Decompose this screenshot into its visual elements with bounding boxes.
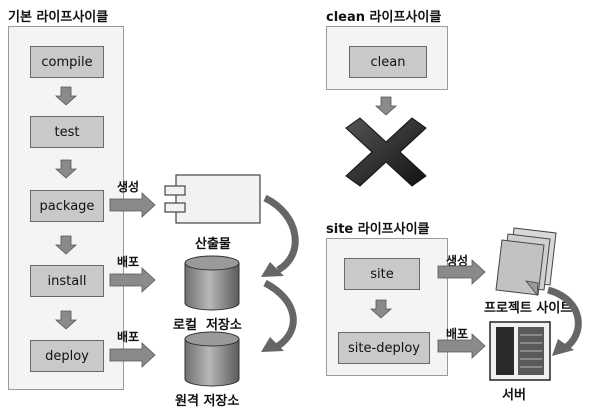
down-arrow-icon <box>369 299 393 319</box>
local-repository-icon <box>184 255 240 311</box>
phase-install: install <box>30 265 104 297</box>
deploy-label-remote: 배포 <box>117 330 140 344</box>
phase-label: install <box>47 273 87 289</box>
down-arrow-icon <box>54 235 78 255</box>
server-icon <box>489 321 551 381</box>
phase-label: compile <box>41 54 93 70</box>
server-label: 서버 <box>502 388 526 403</box>
phase-site: site <box>344 258 420 290</box>
x-mark-icon <box>345 117 427 187</box>
right-arrow-icon <box>437 259 486 285</box>
phase-label: package <box>39 198 95 214</box>
phase-package: package <box>30 190 104 222</box>
phase-compile: compile <box>30 46 104 78</box>
clean-lifecycle-title: clean 라이프사이클 <box>326 10 442 25</box>
phase-deploy: deploy <box>30 340 104 372</box>
curved-arrow-icon <box>261 279 297 352</box>
local-repo-label: 로컬 저장소 <box>173 318 242 333</box>
right-arrow-icon <box>109 267 156 293</box>
phase-label: site-deploy <box>348 340 420 356</box>
phase-label: test <box>54 124 80 140</box>
right-arrow-icon <box>437 333 486 359</box>
remote-repo-label: 원격 저장소 <box>175 394 240 409</box>
phase-label: site <box>370 266 394 282</box>
site-generate-label: 생성 <box>446 254 469 268</box>
curved-arrow-icon <box>261 194 299 277</box>
down-arrow-icon <box>54 159 78 179</box>
artifact-icon <box>164 174 261 224</box>
phase-label: clean <box>370 54 406 70</box>
phase-label: deploy <box>45 348 89 364</box>
down-arrow-icon <box>54 310 78 330</box>
project-site-icon <box>495 227 557 297</box>
default-lifecycle-title: 기본 라이프사이클 <box>8 10 109 25</box>
curved-arrow-icon <box>546 286 582 356</box>
deploy-label-local: 배포 <box>117 255 140 269</box>
remote-repository-icon <box>184 331 240 387</box>
site-lifecycle-title: site 라이프사이클 <box>326 222 430 237</box>
project-site-label: 프로젝트 사이트 <box>484 301 573 316</box>
right-arrow-icon <box>109 342 156 368</box>
generate-label: 생성 <box>117 180 140 194</box>
right-arrow-icon <box>109 192 156 218</box>
phase-site-deploy: site-deploy <box>338 332 430 364</box>
phase-test: test <box>30 116 104 148</box>
down-arrow-icon <box>374 96 398 116</box>
site-deploy-label: 배포 <box>446 327 469 341</box>
artifact-label: 산출물 <box>195 237 231 252</box>
down-arrow-icon <box>54 86 78 106</box>
phase-clean: clean <box>349 46 427 78</box>
